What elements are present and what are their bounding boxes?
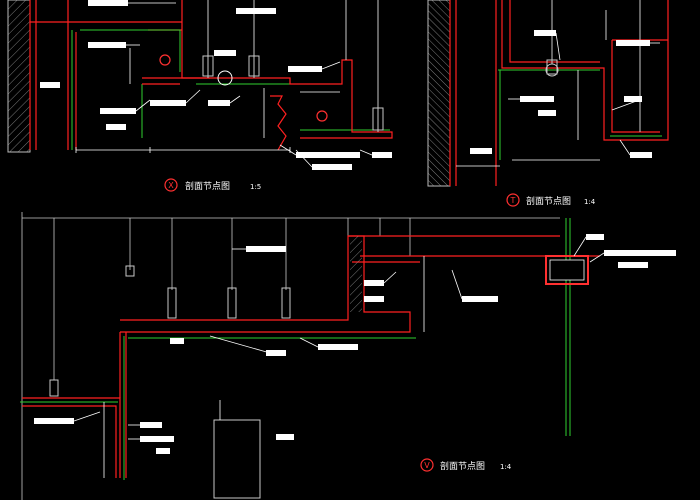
caption-t: T 剖面节点图 1:4 xyxy=(506,193,596,207)
caption-v: V 剖面节点图 1:4 xyxy=(420,458,512,472)
detail-x: X 剖面节点图 1:5 xyxy=(7,0,393,192)
masonry-wall-t xyxy=(427,0,451,187)
board-lines-t xyxy=(498,69,662,160)
ceiling-lines-v xyxy=(21,212,560,500)
caption-title-t: 剖面节点图 xyxy=(526,195,571,207)
caption-scale-t: 1:4 xyxy=(584,198,596,206)
hangers-t xyxy=(545,0,641,132)
detail-id-x: X xyxy=(168,181,174,190)
dimensions-x xyxy=(75,48,340,153)
masonry-wall-x xyxy=(7,0,31,153)
caption-scale-v: 1:4 xyxy=(500,463,512,471)
light-fixture-x2 xyxy=(316,110,328,122)
caption-title-x: 剖面节点图 xyxy=(185,180,230,192)
ceiling-profile-x xyxy=(142,59,393,151)
detail-t: T 剖面节点图 1:4 xyxy=(427,0,669,207)
side-wall-hatch-v xyxy=(350,236,362,312)
wall-structure-t xyxy=(449,0,669,186)
leaders-v xyxy=(73,236,605,478)
light-fixture-x3 xyxy=(217,70,233,86)
wall-structure-v xyxy=(22,235,600,478)
leaders-x xyxy=(126,2,373,168)
labels-t xyxy=(470,30,652,158)
hangers-x xyxy=(202,0,384,132)
board-lines-v xyxy=(20,218,571,480)
hanger-clips-v xyxy=(49,265,291,397)
column-outline-v xyxy=(213,419,261,499)
detail-id-v: V xyxy=(424,461,430,470)
light-fixture-x1 xyxy=(159,54,171,66)
detail-v: V 剖面节点图 1:4 xyxy=(20,212,676,500)
caption-x: X 剖面节点图 1:5 xyxy=(164,178,261,192)
fixture-box-inner-v xyxy=(549,259,585,281)
fixture-box-v xyxy=(545,255,589,285)
caption-scale-x: 1:5 xyxy=(250,183,261,191)
detail-id-t: T xyxy=(510,196,516,205)
caption-title-v: 剖面节点图 xyxy=(440,460,485,472)
leaders-t xyxy=(456,32,660,167)
labels-x xyxy=(40,0,392,170)
